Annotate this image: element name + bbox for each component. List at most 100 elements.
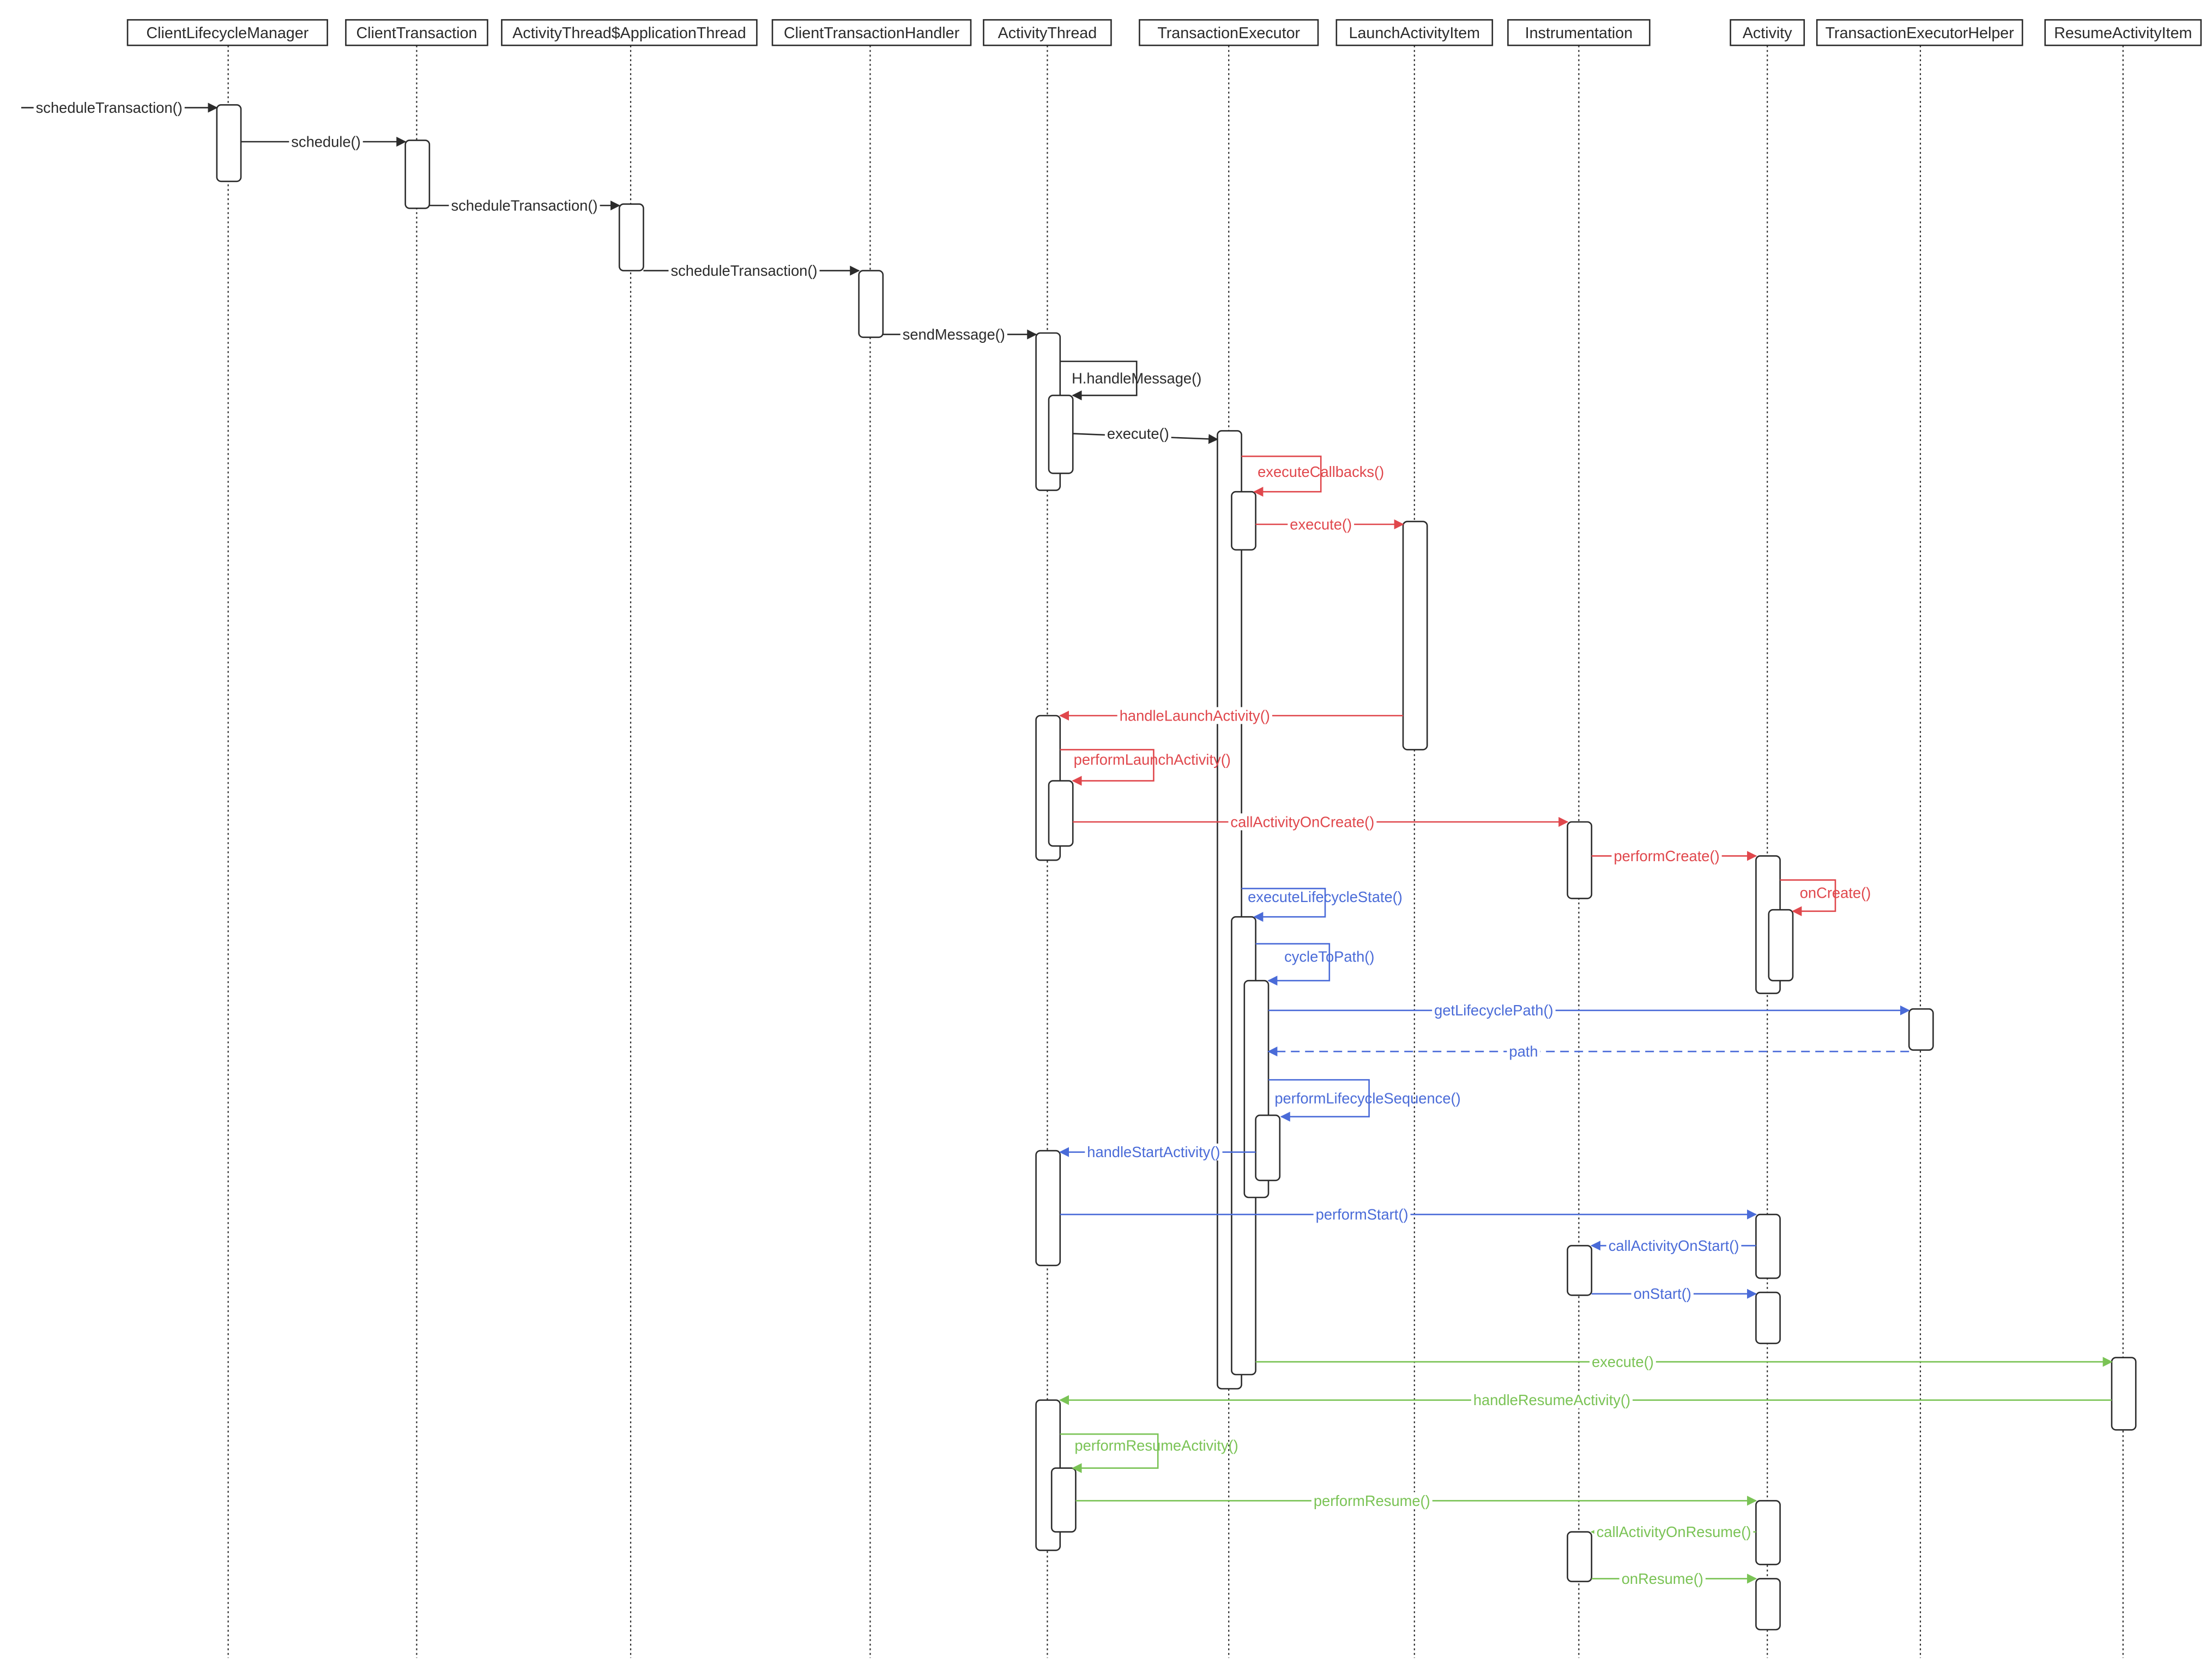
message-label: sendMessage() [903,326,1005,343]
return-message-17: path [1267,1043,1909,1060]
activation-bar-inst [1567,1245,1593,1296]
label-background [1590,1353,1656,1370]
label-background [1313,1206,1411,1223]
participant-box-ct [345,19,488,46]
participant-act[interactable]: Activity [1730,19,1805,46]
self-message-5: H.handleMessage() [1060,360,1201,401]
participant-box-cth [771,19,972,46]
participant-label: ActivityThread [998,25,1097,42]
self-arrow [1268,1079,1370,1122]
message-22: onStart() [1591,1285,1757,1303]
self-arrow [1255,943,1331,986]
message-label: schedule() [291,133,360,150]
message-label: performCreate() [1614,848,1720,864]
self-arrow [1060,360,1138,401]
message-21: callActivityOnStart() [1590,1237,1756,1254]
message-23: execute() [1255,1353,2113,1370]
activation-bars [216,104,2137,1631]
activation-bar-ct [404,140,431,209]
self-arrow [1780,879,1836,916]
participant-rai[interactable]: ResumeActivityItem [2044,19,2202,46]
participant-label: TransactionExecutorHelper [1826,25,2015,42]
message-6: execute() [1073,425,1219,444]
label-background [289,133,363,150]
message-label: performLaunchActivity() [1074,751,1231,768]
label-background [668,262,820,279]
activation-bar-inst [1567,1531,1593,1582]
activation-bar-te [1231,491,1256,551]
label-background [1228,813,1377,831]
participant-box-teh [1816,19,2023,46]
participant-box-clm [126,19,328,46]
message-label: performResume() [1314,1492,1430,1509]
participant-box-rai [2044,19,2202,46]
participant-label: Activity [1743,25,1792,42]
participant-label: ResumeActivityItem [2054,25,2192,42]
message-label: path [1509,1043,1538,1060]
activation-bar-act [1755,1213,1781,1279]
message-label: execute() [1290,516,1352,533]
message-label: executeLifecycleState() [1248,888,1403,905]
participant-atapp[interactable]: ActivityThread$ApplicationThread [501,19,758,46]
message-label: callActivityOnStart() [1609,1237,1739,1254]
activation-bar-at [1048,395,1074,474]
message-label: scheduleTransaction() [451,197,597,214]
participant-label: ActivityThread$ApplicationThread [512,25,746,42]
message-label: H.handleMessage() [1072,370,1201,387]
message-12: performCreate() [1591,847,1757,864]
activation-bar-cth [858,270,884,338]
message-26: performResume() [1075,1492,1757,1509]
message-label: onCreate() [1800,884,1871,901]
message-label: cycleToPath() [1284,948,1374,965]
participant-label: ClientLifecycleManager [146,25,309,42]
message-label: handleStartActivity() [1087,1143,1220,1160]
self-arrow [1060,1433,1159,1473]
message-label: scheduleTransaction() [670,262,817,279]
participant-box-lai [1335,19,1494,46]
message-11: callActivityOnCreate() [1073,813,1569,831]
message-9: handleLaunchActivity() [1059,707,1403,724]
message-label: handleResumeActivity() [1473,1391,1630,1408]
message-24: handleResumeActivity() [1059,1391,2112,1409]
participant-inst[interactable]: Instrumentation [1507,19,1651,46]
participant-teh[interactable]: TransactionExecutorHelper [1816,19,2023,46]
label-background [1288,516,1355,533]
activation-bar-atapp [618,203,644,271]
message-27: callActivityOnResume() [1590,1523,1756,1540]
message-3: scheduleTransaction() [643,262,860,279]
participant-cth[interactable]: ClientTransactionHandler [771,19,972,46]
message-label: performLifecycleSequence() [1274,1090,1460,1106]
participant-box-inst [1507,19,1651,46]
participant-label: TransactionExecutor [1157,25,1300,42]
participant-clm[interactable]: ClientLifecycleManager [126,19,328,46]
participant-te[interactable]: TransactionExecutor [1139,19,1319,46]
participant-label: LaunchActivityItem [1349,25,1480,42]
activation-bar-teh [1908,1008,1934,1051]
message-label: performStart() [1316,1206,1409,1223]
activation-bar-act [1755,1291,1781,1345]
message-label: getLifecyclePath() [1434,1002,1553,1019]
message-label: performResumeActivity() [1074,1437,1238,1454]
self-message-14: executeLifecycleState() [1241,887,1403,922]
message-label: onStart() [1634,1285,1691,1302]
activation-bar-at [1035,1149,1061,1267]
activation-bar-at [1050,1467,1077,1533]
label-background [1631,1285,1694,1303]
activation-bar-lai [1402,521,1428,751]
label-background [33,99,185,116]
activation-bar-act [1768,909,1794,982]
message-20: performStart() [1060,1206,1757,1223]
participant-at[interactable]: ActivityThread [983,19,1112,46]
participant-lai[interactable]: LaunchActivityItem [1335,19,1494,46]
participant-label: Instrumentation [1525,25,1633,42]
label-background [1104,425,1171,442]
activation-bar-inst [1567,821,1593,899]
participant-label: ClientTransaction [356,25,477,42]
self-message-13: onCreate() [1780,879,1871,916]
self-arrow [1241,455,1322,497]
participant-ct[interactable]: ClientTransaction [345,19,488,46]
message-0: scheduleTransaction() [21,99,218,116]
label-background [1611,847,1722,864]
message-label: handleLaunchActivity() [1120,707,1270,724]
